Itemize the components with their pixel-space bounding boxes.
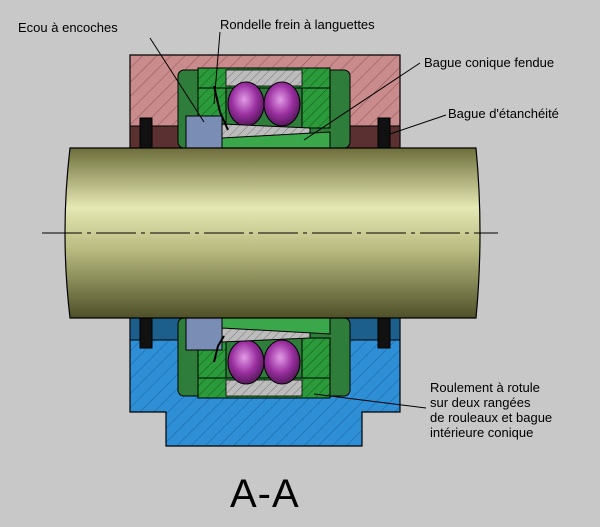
label-split-cone: Bague conique fendue [424,55,555,70]
leader-bearing [313,393,427,409]
outer-ring-side-right-bottom [301,337,331,379]
leader-tab-washer [213,31,221,105]
outer-ring-bottom-grey [225,379,303,397]
seal-left-bottom [139,317,153,349]
seal-left-top [139,117,153,149]
notched-nut-bottom [185,317,223,351]
label-tab-washer: Rondelle frein à languettes [220,17,375,32]
label-bearing-line-1: Roulement à rotule [430,380,540,395]
leader-seal-ring [389,114,447,135]
outer-ring-top-grey [225,69,303,87]
label-bearing-line-3: de rouleaux et bague [430,410,553,425]
roller-bottom-right [263,339,301,385]
roller-bottom-left [227,339,265,385]
seal-right-bottom [377,317,391,349]
label-bearing-line-4: intérieure conique [430,425,534,440]
label-seal-ring: Bague d'étanchéité [448,106,559,121]
leader-split-cone [303,62,421,141]
label-bearing: Roulement à rotule sur deux rangées de r… [430,380,552,440]
label-bearing-line-2: sur deux rangées [430,395,531,410]
seal-right-top [377,117,391,149]
roller-top-right [263,81,301,127]
leader-notched-nut [149,37,205,123]
notched-nut-top [185,115,223,149]
tab-washer-bottom [213,335,225,363]
label-notched-nut: Ecou à encoches [18,20,118,35]
section-label: A-A [230,472,300,516]
tab-washer-top [213,85,229,131]
roller-top-left [227,81,265,127]
outer-ring-side-right-top [301,87,331,129]
